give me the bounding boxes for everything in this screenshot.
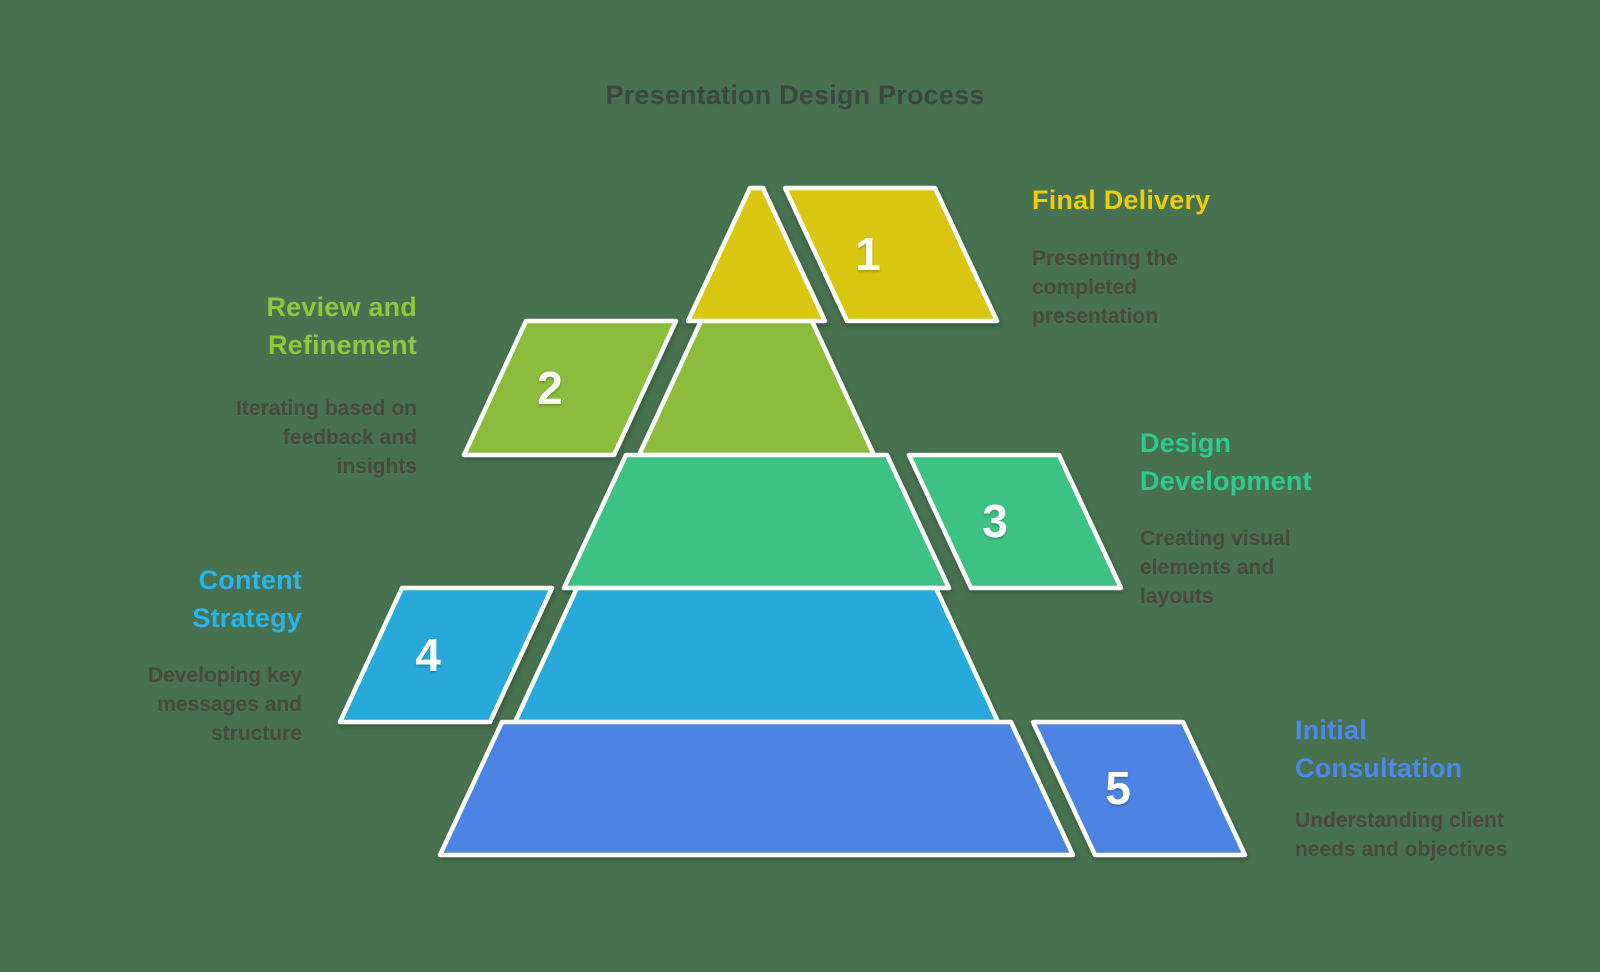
pyramid-layer-3 [561, 452, 952, 591]
step-tab-3 [906, 452, 1124, 591]
step-description: Presenting the completed presentation [1032, 247, 1178, 328]
step-label-design-development: Design Development Creating visual eleme… [1140, 424, 1390, 611]
pyramid-layer-5 [437, 719, 1076, 858]
pyramid-layer-4 [512, 585, 1001, 725]
step-label-final-delivery: Final Delivery Presenting the completed … [1032, 181, 1262, 331]
step-description: Iterating based on feedback and insights [236, 397, 417, 478]
step-tab-2 [461, 318, 679, 458]
step-title: Final Delivery [1032, 185, 1211, 215]
diagram-title: Presentation Design Process [605, 80, 985, 110]
step-title: Content Strategy [192, 565, 302, 633]
step-label-initial-consultation: Initial Consultation Understanding clien… [1295, 711, 1555, 864]
step-title: Review and Refinement [266, 292, 417, 360]
step-label-content-strategy: Content Strategy Developing key messages… [2, 561, 302, 748]
step-description: Understanding client needs and objective… [1295, 809, 1508, 861]
step-title: Initial Consultation [1295, 715, 1463, 783]
step-number-3: 3 [982, 495, 1008, 547]
step-number-4: 4 [415, 629, 441, 681]
pyramid-layer-2 [636, 318, 877, 458]
step-description: Developing key messages and structure [147, 664, 302, 745]
step-label-review-refinement: Review and Refinement Iterating based on… [97, 288, 417, 481]
step-description: Creating visual elements and layouts [1140, 527, 1291, 608]
step-number-2: 2 [537, 362, 563, 414]
step-tab-1 [782, 185, 1000, 324]
step-number-5: 5 [1105, 762, 1131, 814]
step-tab-4 [337, 585, 555, 725]
step-tab-5 [1030, 719, 1248, 858]
step-title: Design Development [1140, 428, 1312, 496]
pyramid-layer-1 [685, 185, 828, 324]
step-number-1: 1 [855, 228, 881, 280]
